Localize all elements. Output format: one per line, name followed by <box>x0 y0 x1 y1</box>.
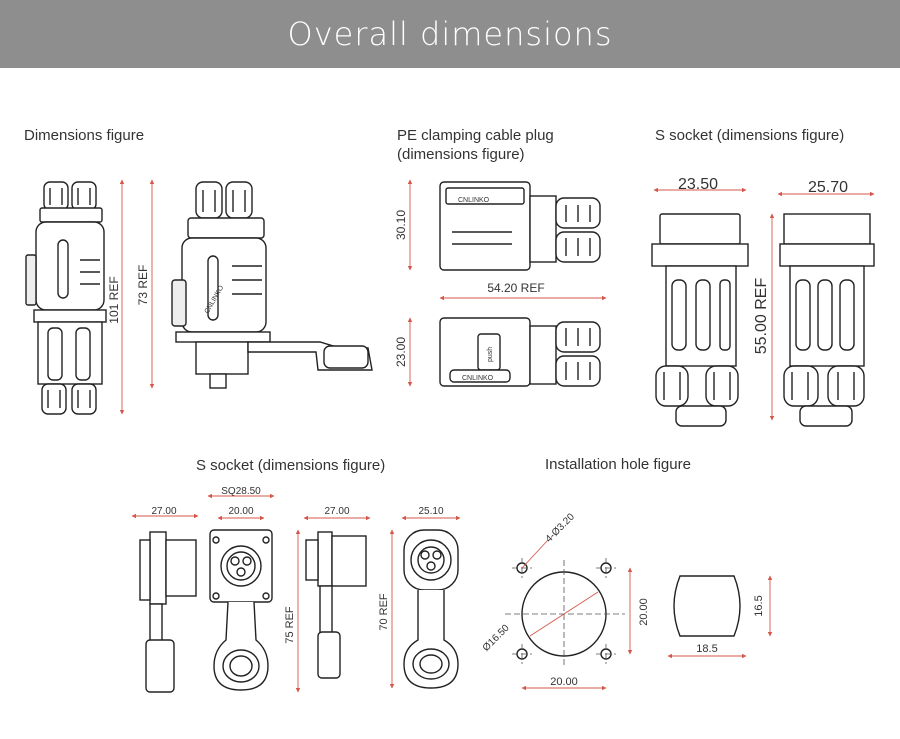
dim-25-10: 25.10 <box>418 506 443 517</box>
page-title: Overall dimensions <box>287 15 613 53</box>
dim-23-00: 23.00 <box>394 337 408 367</box>
dim-30-10: 30.10 <box>394 210 408 240</box>
s-socket-view-b <box>779 213 875 427</box>
dim-20-00-a: 20.00 <box>228 506 253 517</box>
caption-s-socket-top: S socket (dimensions figure) <box>655 127 845 144</box>
dim-55-00-ref: 55.00 REF <box>753 278 770 355</box>
caption-installation-hole: Installation hole figure <box>545 456 691 473</box>
header-banner: Overall dimensions <box>0 0 900 68</box>
logo-mark-pe-bottom: CNLINKO <box>462 375 494 382</box>
socket-side-view-a <box>139 531 197 693</box>
pe-plug-side-view <box>439 317 601 387</box>
socket-side-view-b <box>305 531 367 679</box>
dim-18-5: 18.5 <box>696 643 717 655</box>
dim-54-20-ref: 54.20 REF <box>487 281 544 295</box>
dim-27-00-b: 27.00 <box>324 506 349 517</box>
installation-hole-crosshairs <box>505 558 625 668</box>
caption-dimensions-figure: Dimensions figure <box>24 127 145 144</box>
dim-16-5: 16.5 <box>753 595 765 616</box>
push-mark: push <box>487 347 494 362</box>
plug-front-view <box>25 181 107 415</box>
caption-s-socket-bottom: S socket (dimensions figure) <box>196 457 386 474</box>
dim-diameter-16-50: Ø16.50 <box>481 622 512 653</box>
dim-23-50: 23.50 <box>678 176 718 193</box>
caption-pe-plug-line1: PE clamping cable plug <box>397 127 554 144</box>
s-socket-view-a <box>651 213 749 427</box>
dim-27-00-a: 27.00 <box>151 506 176 517</box>
dimension-lines <box>119 179 875 693</box>
dim-sq28-50: SQ28.50 <box>221 486 261 497</box>
dim-75-ref: 75 REF <box>284 606 296 644</box>
dim-4-holes: 4-Ø3.20 <box>544 511 578 545</box>
dim-20-00-vertical: 20.00 <box>638 598 650 626</box>
pe-plug-top-view <box>439 181 601 271</box>
plug-side-view <box>171 181 373 389</box>
d-shaped-cutout <box>673 575 741 637</box>
dim-73-ref: 73 REF <box>136 265 150 306</box>
dim-25-70: 25.70 <box>808 179 848 196</box>
dim-101-ref: 101 REF <box>107 276 121 323</box>
logo-mark-pe-top: CNLINKO <box>458 197 490 204</box>
dim-70-ref: 70 REF <box>378 593 390 631</box>
socket-front-view-b <box>403 529 459 689</box>
dim-20-00-horizontal: 20.00 <box>550 676 578 688</box>
caption-pe-plug-line2: (dimensions figure) <box>397 146 525 163</box>
socket-front-view-a <box>209 529 273 691</box>
